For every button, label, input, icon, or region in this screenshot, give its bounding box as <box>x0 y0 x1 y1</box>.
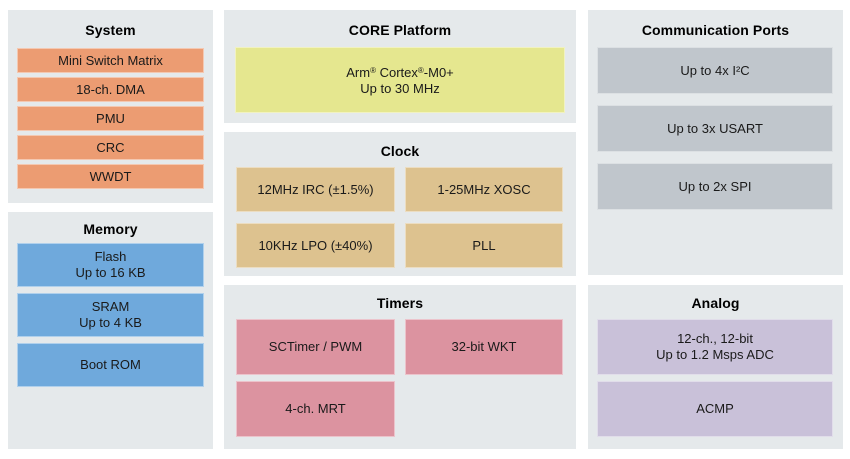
block-usart: Up to 3x USART <box>597 105 833 152</box>
panel-title-clock: Clock <box>380 143 420 159</box>
block-label: PLL <box>472 237 496 253</box>
comm-block-stack: Up to 4x I²C Up to 3x USART Up to 2x SPI <box>597 47 833 210</box>
block-label: 12MHz IRC (±1.5%) <box>257 181 374 197</box>
cpu-name-line: Arm® Cortex®-M0+ <box>346 63 454 81</box>
block-label: WWDT <box>89 168 132 184</box>
memory-block-stack: Flash Up to 16 KB SRAM Up to 4 KB Boot R… <box>17 243 204 387</box>
cpu-model: -M0+ <box>423 65 454 80</box>
block-spi: Up to 2x SPI <box>597 163 833 210</box>
panel-analog: Analog 12-ch., 12-bit Up to 1.2 Msps ADC… <box>588 285 843 449</box>
block-label-line2: Up to 16 KB <box>75 265 146 280</box>
block-irc: 12MHz IRC (±1.5%) <box>236 167 395 212</box>
block-dma: 18-ch. DMA <box>17 77 204 102</box>
registered-mark-icon: ® <box>370 66 376 75</box>
block-sctimer-pwm: SCTimer / PWM <box>236 319 395 375</box>
block-label: 32-bit WKT <box>451 339 517 354</box>
panel-title-communication-ports: Communication Ports <box>641 22 790 38</box>
panel-clock: Clock 12MHz IRC (±1.5%) 1-25MHz XOSC 10K… <box>224 132 576 276</box>
block-label-line1: SRAM <box>91 299 130 314</box>
block-i2c: Up to 4x I²C <box>597 47 833 94</box>
block-label-line1: 12-ch., 12-bit <box>677 331 753 346</box>
block-acmp: ACMP <box>597 381 833 437</box>
block-label: 1-25MHz XOSC <box>437 181 531 197</box>
cpu-speed-line: Up to 30 MHz <box>360 81 440 96</box>
block-xosc: 1-25MHz XOSC <box>405 167 563 212</box>
block-label-line2: Up to 1.2 Msps ADC <box>656 347 774 362</box>
block-label: Mini Switch Matrix <box>58 52 163 68</box>
registered-mark-icon: ® <box>417 66 424 75</box>
block-label: PMU <box>96 110 125 126</box>
block-label: CRC <box>96 139 125 155</box>
block-lpo: 10KHz LPO (±40%) <box>236 223 395 268</box>
block-mini-switch-matrix: Mini Switch Matrix <box>17 48 204 73</box>
block-label: Up to 3x USART <box>667 120 763 136</box>
block-label: 18-ch. DMA <box>76 81 145 97</box>
panel-title-core-platform: CORE Platform <box>348 22 452 38</box>
block-arm-cortex-m0plus: Arm® Cortex®-M0+ Up to 30 MHz <box>235 47 565 113</box>
block-label: Up to 4x I²C <box>680 62 750 78</box>
block-adc: 12-ch., 12-bit Up to 1.2 Msps ADC <box>597 319 833 375</box>
cpu-family: Cortex <box>375 65 418 80</box>
panel-core-platform: CORE Platform Arm® Cortex®-M0+ Up to 30 … <box>224 10 576 123</box>
block-crc: CRC <box>17 135 204 160</box>
block-sram: SRAM Up to 4 KB <box>17 293 204 337</box>
analog-block-stack: 12-ch., 12-bit Up to 1.2 Msps ADC ACMP <box>597 319 833 437</box>
panel-title-system: System <box>85 22 136 38</box>
panel-title-memory: Memory <box>83 221 138 237</box>
block-pmu: PMU <box>17 106 204 131</box>
block-label: ACMP <box>696 401 734 416</box>
block-label: SCTimer / PWM <box>268 339 363 354</box>
block-wkt: 32-bit WKT <box>405 319 563 375</box>
block-boot-rom: Boot ROM <box>17 343 204 387</box>
block-label: 10KHz LPO (±40%) <box>258 237 373 253</box>
block-label: Up to 2x SPI <box>678 178 752 194</box>
block-flash: Flash Up to 16 KB <box>17 243 204 287</box>
system-block-stack: Mini Switch Matrix 18-ch. DMA PMU CRC WW… <box>17 48 204 189</box>
block-label: 4-ch. MRT <box>285 401 346 416</box>
block-wwdt: WWDT <box>17 164 204 189</box>
panel-title-analog: Analog <box>691 295 740 311</box>
block-label: Boot ROM <box>80 357 141 372</box>
block-pll: PLL <box>405 223 563 268</box>
block-mrt: 4-ch. MRT <box>236 381 395 437</box>
panel-memory: Memory Flash Up to 16 KB SRAM Up to 4 KB… <box>8 212 213 449</box>
panel-title-timers: Timers <box>376 295 424 311</box>
panel-timers: Timers SCTimer / PWM 32-bit WKT 4-ch. MR… <box>224 285 576 449</box>
cpu-brand: Arm <box>346 65 371 80</box>
block-label-line1: Flash <box>94 249 127 264</box>
panel-communication-ports: Communication Ports Up to 4x I²C Up to 3… <box>588 10 843 275</box>
block-label-line2: Up to 4 KB <box>79 315 142 330</box>
panel-system: System Mini Switch Matrix 18-ch. DMA PMU… <box>8 10 213 203</box>
